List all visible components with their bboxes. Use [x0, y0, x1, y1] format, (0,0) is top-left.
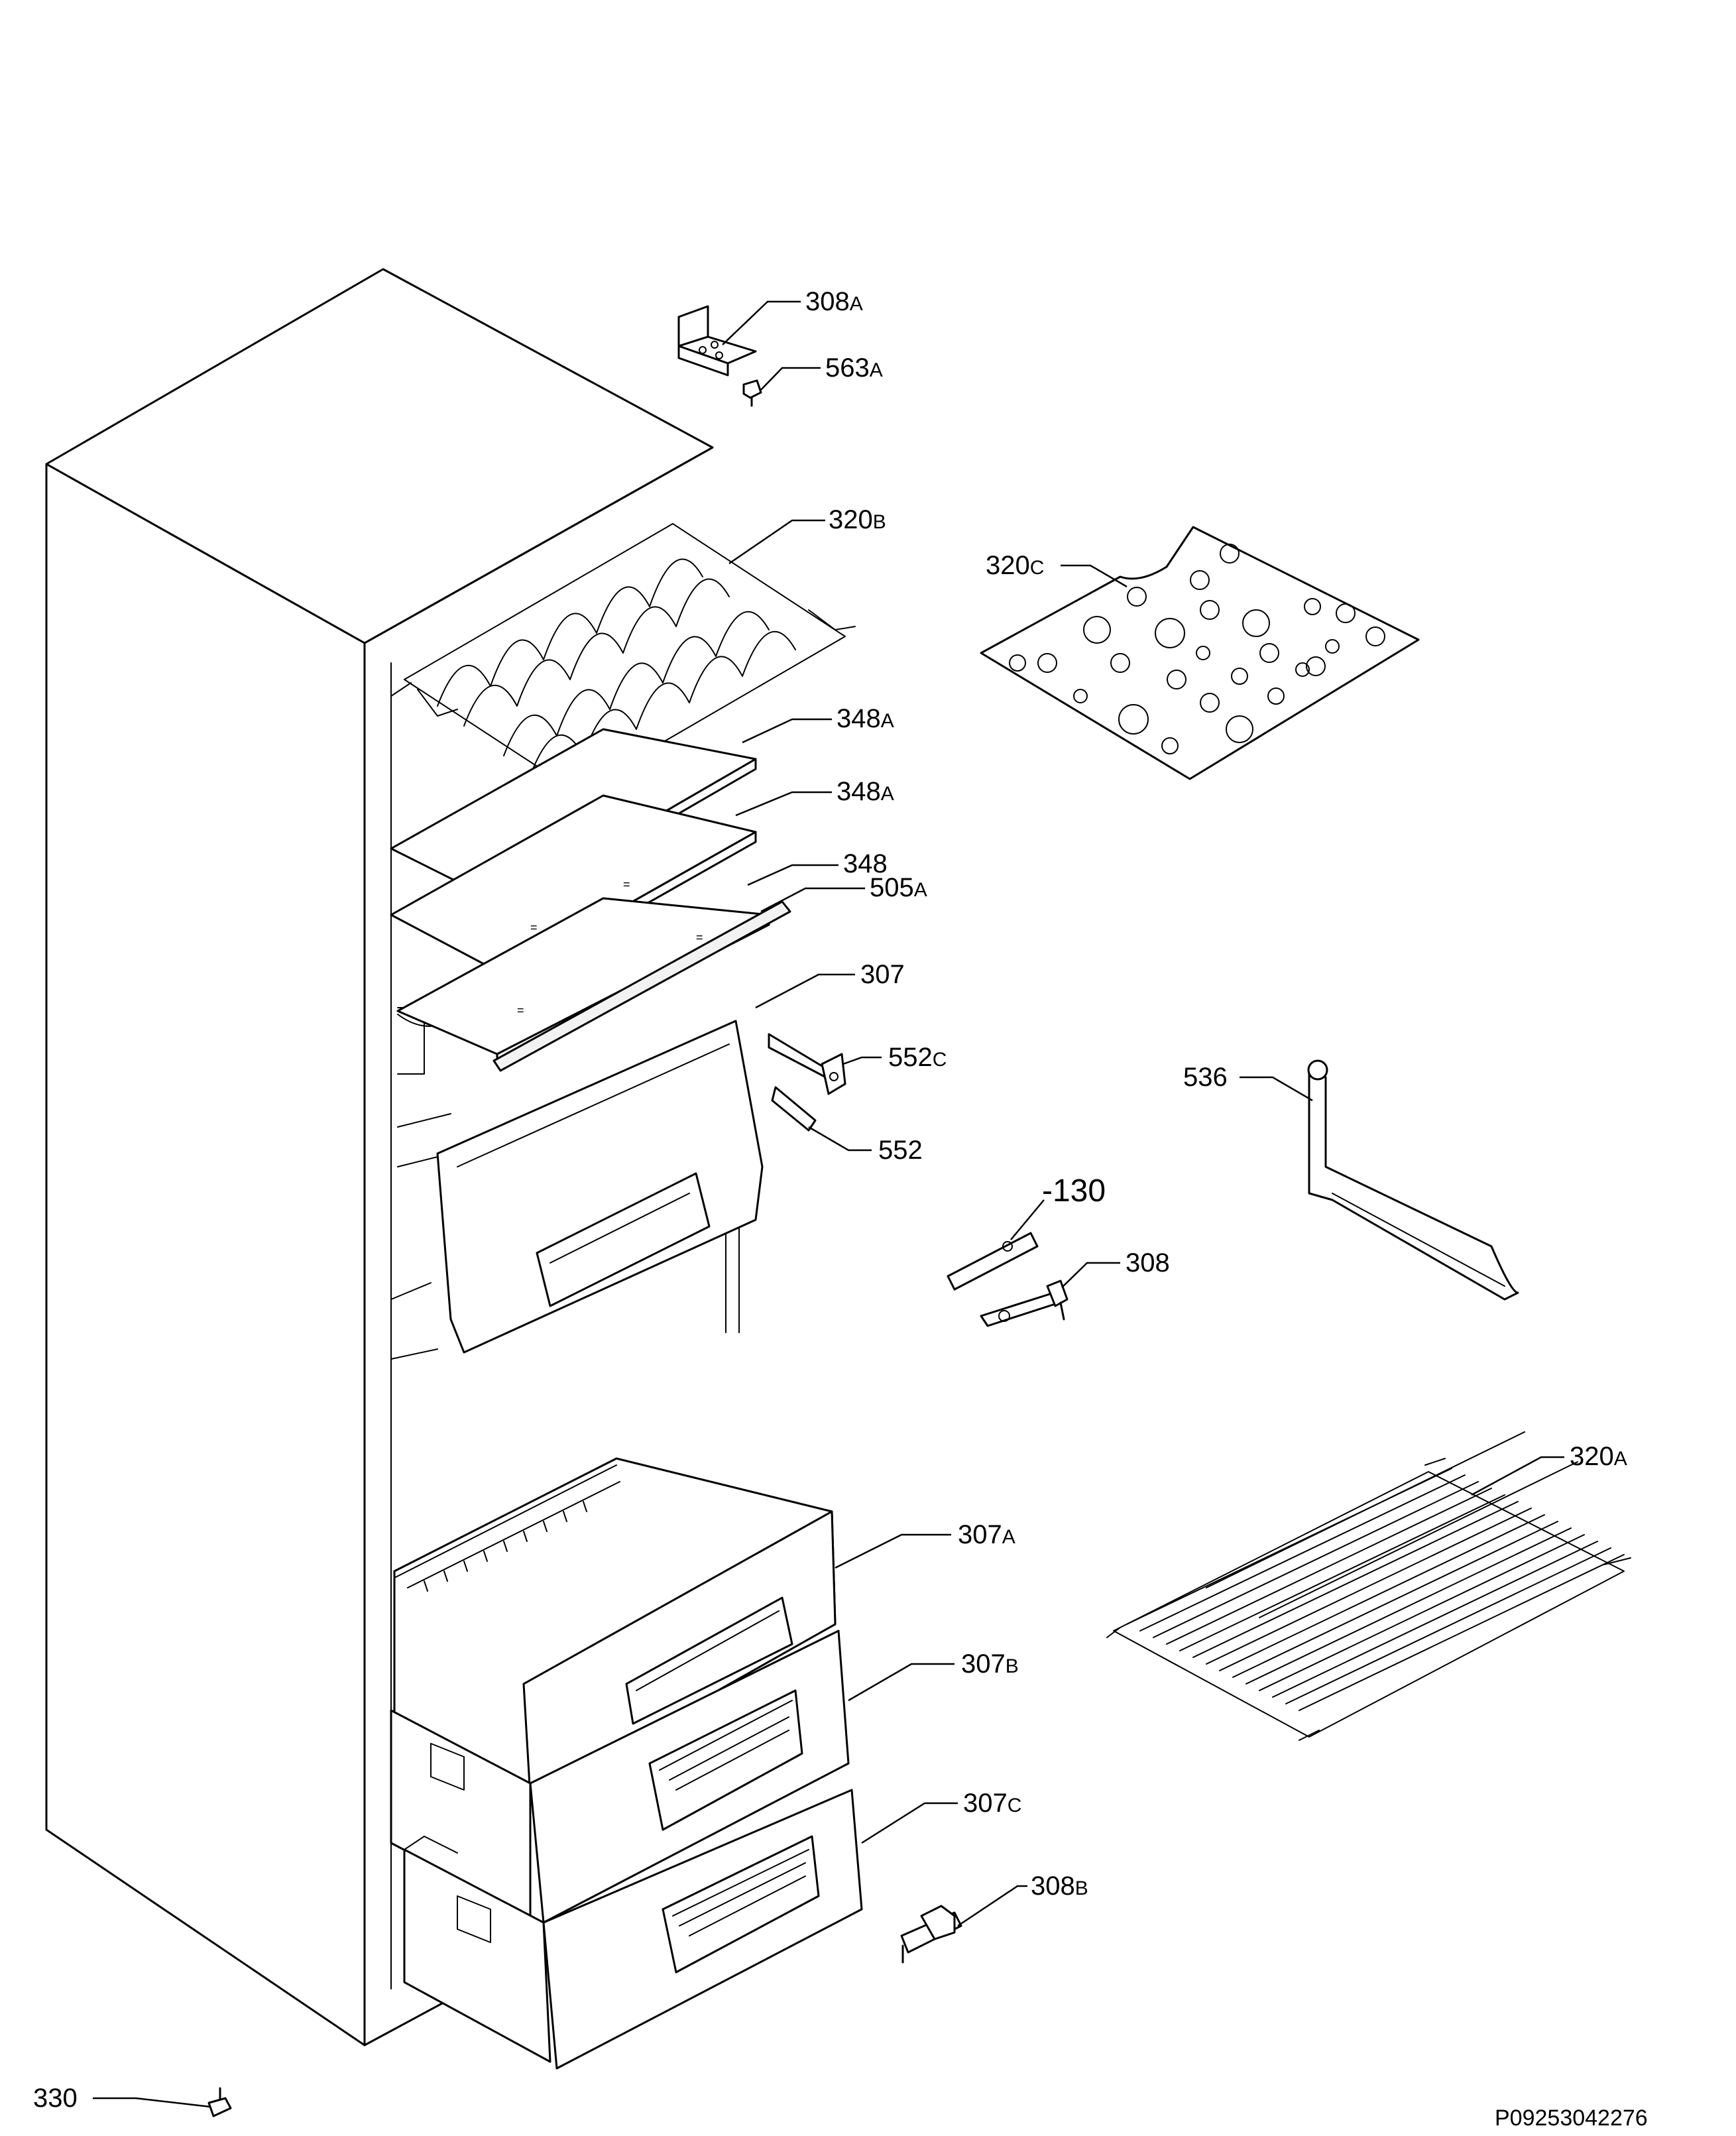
callout-320b: 320B — [829, 505, 886, 534]
hinge-308 — [980, 1279, 1069, 1327]
callout-308a: 308A — [805, 287, 863, 316]
svg-text:=: = — [696, 931, 703, 944]
flap-307 — [436, 1020, 764, 1354]
callout-labels: 308A 563A 320B 320C 348A 348A 348 505A 3… — [33, 287, 1648, 2131]
refrigerator-cabinet — [45, 268, 740, 2047]
shelf-trim-505a — [492, 900, 791, 1072]
callout-307: 307 — [860, 960, 905, 989]
callout-348a-lower: 348A — [837, 777, 894, 806]
callout-348: 348 — [843, 849, 888, 878]
callout-536: 536 — [1183, 1063, 1228, 1092]
hinge-bracket-308a — [677, 305, 757, 377]
callout-307c: 307C — [963, 1789, 1021, 1818]
svg-text:=: = — [517, 1004, 524, 1017]
rail-552 — [771, 1086, 817, 1132]
callout-308b: 308B — [1031, 1871, 1088, 1901]
drawer-307b — [390, 1630, 850, 1924]
hinge-308b — [900, 1905, 962, 1964]
svg-text:=: = — [623, 878, 630, 891]
callout-320a: 320A — [1570, 1442, 1627, 1471]
callout-307b: 307B — [961, 1649, 1019, 1679]
callout-563a: 563A — [825, 353, 883, 383]
bracket-130 — [947, 1232, 1039, 1291]
callout-330: 330 — [33, 2084, 78, 2113]
foot-330 — [207, 2087, 232, 2117]
callout-552c: 552C — [888, 1043, 947, 1072]
leader-lines — [93, 300, 1564, 2108]
callout-552: 552 — [878, 1136, 923, 1165]
drawer-307a — [393, 1457, 837, 1798]
screw-563a — [742, 379, 762, 407]
callout-308: 308 — [1126, 1248, 1170, 1277]
divider-536 — [1307, 1059, 1519, 1301]
diagram-code: P09253042276 — [1495, 2106, 1648, 2131]
wire-shelf-320a — [1106, 1431, 1631, 1741]
rail-552c — [768, 1033, 846, 1095]
callout-130: -130 — [1042, 1173, 1106, 1209]
perforated-plate-320c — [980, 526, 1420, 780]
callout-348a-upper: 348A — [837, 704, 894, 733]
callout-505a: 505A — [870, 873, 927, 902]
callout-307a: 307A — [958, 1520, 1015, 1549]
drawer-307c — [403, 1789, 863, 2070]
callout-320c: 320C — [986, 551, 1044, 580]
svg-text:=: = — [530, 921, 538, 934]
